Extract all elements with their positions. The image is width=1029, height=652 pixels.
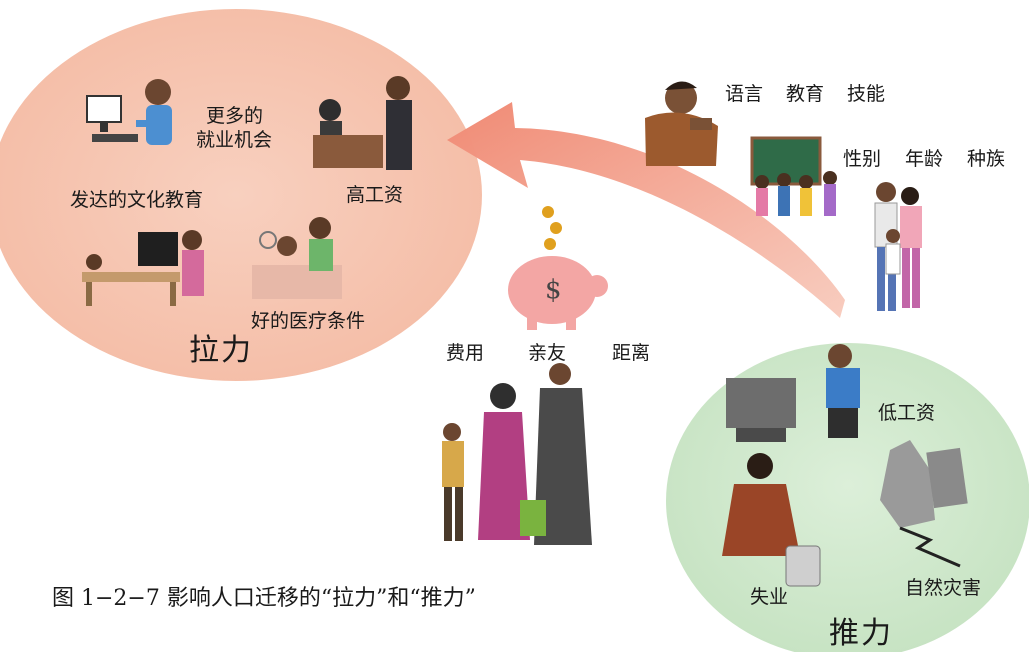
- unemployment-label: 失业: [750, 586, 789, 608]
- thinking-man-figure: [645, 81, 718, 166]
- education-figure: [82, 230, 204, 306]
- piggy-bank-figure: $: [508, 206, 608, 330]
- disaster-label: 自然灾害: [905, 577, 982, 599]
- family-figure: [874, 182, 922, 311]
- push-title: 推力: [829, 616, 893, 651]
- disaster-ruins-figure: [880, 440, 968, 568]
- high-wage-label: 高工资: [346, 184, 404, 206]
- medical-label: 好的医疗条件: [251, 310, 366, 332]
- classroom-children-figure: [750, 136, 837, 216]
- sewing-worker-figure: [726, 344, 860, 442]
- factor-gender: 性别: [843, 148, 882, 170]
- factor-skill: 技能: [847, 83, 886, 105]
- migration-arrow: [447, 102, 845, 318]
- medical-figure: [252, 217, 342, 299]
- obstacle-relatives: 亲友: [528, 342, 567, 364]
- job-label-line2: 就业机会: [196, 129, 273, 151]
- unemployed-woman-figure: [722, 453, 821, 587]
- obstacle-cost: 费用: [446, 342, 485, 364]
- factor-age: 年龄: [905, 148, 944, 170]
- migrating-family-figure: [442, 363, 592, 545]
- pull-title: 拉力: [189, 333, 253, 368]
- factor-education: 教育: [786, 83, 825, 105]
- low-wage-label: 低工资: [878, 402, 936, 424]
- job-label-line1: 更多的: [206, 105, 264, 127]
- figure-caption: 图 1−2−7 影响人口迁移的“拉力”和“推力”: [52, 586, 476, 611]
- factor-race: 种族: [967, 148, 1006, 170]
- education-label: 发达的文化教育: [70, 189, 204, 211]
- factor-language: 语言: [725, 83, 764, 105]
- obstacle-distance: 距离: [612, 342, 651, 364]
- bank-counter-figure: [313, 76, 412, 170]
- computer-worker-figure: [86, 79, 172, 145]
- svg-text:$: $: [545, 275, 562, 305]
